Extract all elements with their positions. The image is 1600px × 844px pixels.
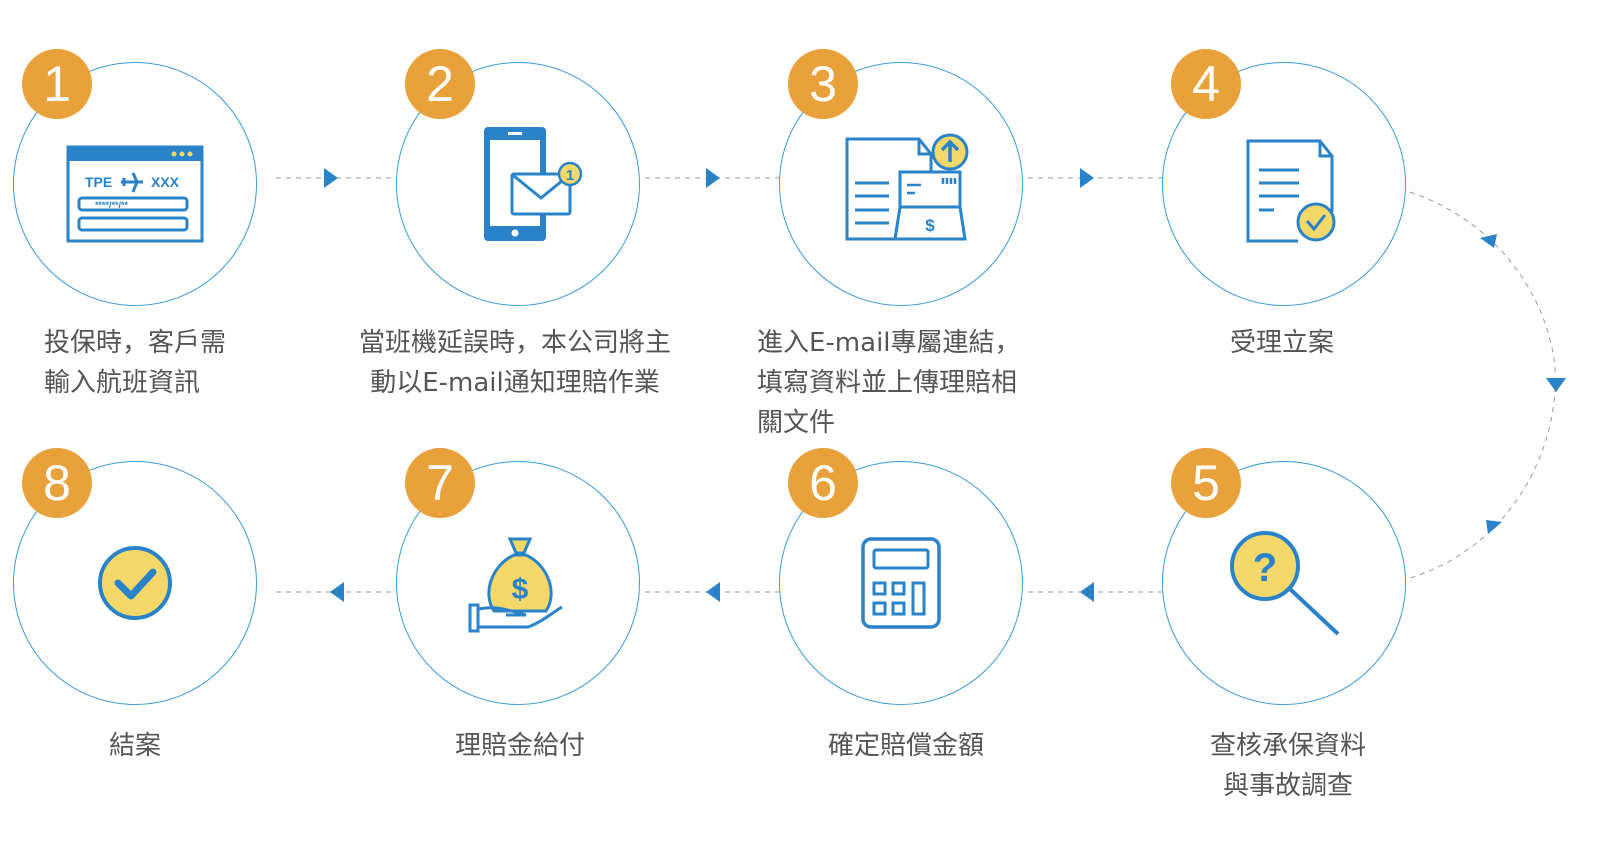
step-2: 1 2	[396, 49, 640, 306]
date-field-text: ****/**/**	[95, 200, 129, 210]
step-number-badge: 3	[788, 49, 858, 119]
airplane-icon	[121, 172, 143, 193]
step-7: $ 7	[396, 448, 640, 705]
step-1: TPE XXX ****/**/** 1	[13, 49, 257, 306]
step-4: 4	[1162, 49, 1406, 306]
step-number-badge: 6	[788, 448, 858, 518]
step-3-label: 進入E-mail專屬連結， 填寫資料並上傳理賠相 關文件	[757, 328, 1021, 438]
check-circle-icon	[98, 546, 172, 620]
envelope-icon	[510, 172, 572, 216]
step-6-label: 確定賠償金額	[827, 731, 984, 761]
step-number-badge: 5	[1171, 448, 1241, 518]
step-7-label: 理賠金給付	[454, 731, 585, 761]
money-bag-hand-icon: $	[468, 537, 563, 633]
arrow-right-icon	[706, 168, 720, 188]
document-approved-icon	[1246, 139, 1336, 243]
step-8: 8	[13, 448, 257, 705]
destination-code: XXX	[151, 174, 180, 190]
notification-count: 1	[566, 167, 574, 184]
arrow-curve-icon	[1486, 520, 1502, 534]
calculator-icon	[861, 537, 941, 629]
arrow-left-icon	[330, 582, 344, 602]
check-icon	[1296, 202, 1336, 242]
phone-email-notification-icon: 1	[484, 127, 583, 241]
arrow-right-icon	[324, 168, 338, 188]
step-5-label: 查核承保資料 與事故調查	[1209, 731, 1366, 801]
arrow-left-icon	[1080, 582, 1094, 602]
step-5: ? 5	[1162, 448, 1406, 705]
magnifier-question-icon: ?	[1230, 531, 1340, 636]
step-number-badge: 7	[405, 448, 475, 518]
step-2-label: 當班機延誤時，本公司將主 動以E-mail通知理賠作業	[358, 328, 671, 398]
arrow-right-icon	[1080, 168, 1094, 188]
arrow-curve-icon	[1480, 234, 1497, 248]
question-mark: ?	[1253, 546, 1277, 590]
step-6: 6	[779, 448, 1023, 705]
origin-code: TPE	[85, 174, 112, 190]
arrow-down-icon	[1546, 378, 1566, 392]
connector-4-5-curve	[1409, 191, 1556, 579]
arrow-left-icon	[706, 582, 720, 602]
flight-booking-form-icon: TPE XXX ****/**/**	[66, 145, 204, 243]
currency-symbol: $	[512, 573, 529, 606]
currency-symbol: $	[925, 216, 935, 235]
step-4-label: 受理立案	[1229, 328, 1334, 358]
step-number-badge: 1	[22, 49, 92, 119]
step-number-badge: 4	[1171, 49, 1241, 119]
step-3: $ 3	[779, 49, 1023, 306]
step-number-badge: 2	[405, 49, 475, 119]
upload-documents-icon: $	[845, 133, 969, 241]
step-8-label: 結案	[108, 731, 161, 761]
step-1-label: 投保時，客戶需 輸入航班資訊	[44, 328, 227, 398]
step-number-badge: 8	[22, 448, 92, 518]
